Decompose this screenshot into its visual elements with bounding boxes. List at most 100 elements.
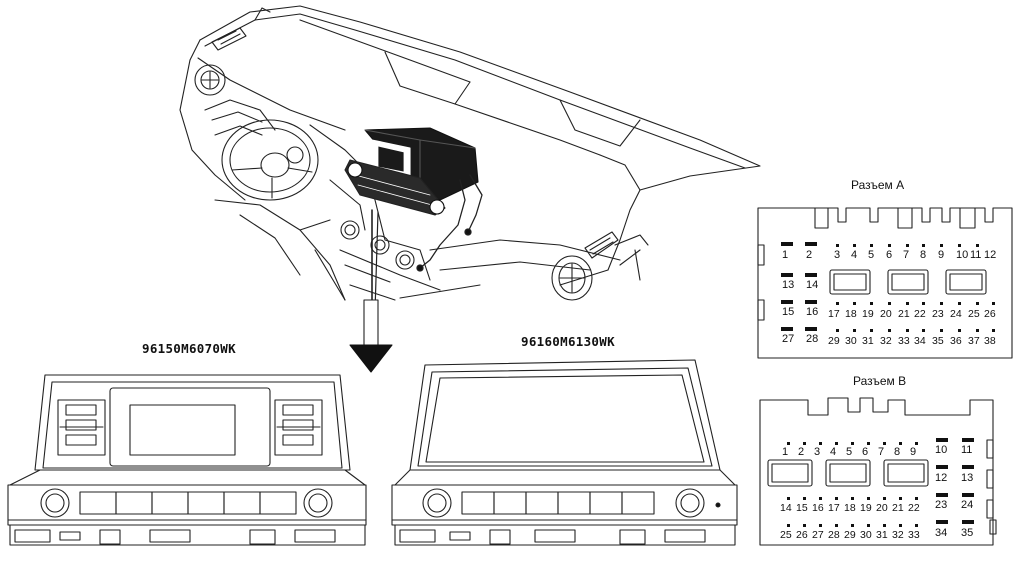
steering-wheel [221, 119, 319, 201]
connector-b [759, 397, 997, 546]
pin-label: 32 [892, 529, 904, 541]
pin-label: 6 [886, 249, 893, 261]
pin-label: 13 [782, 279, 795, 291]
volume-knob [40, 488, 70, 518]
pin-label: 12 [984, 249, 997, 261]
pin-label: 22 [914, 308, 926, 320]
connector-a [757, 207, 1013, 359]
pin-label: 5 [868, 249, 875, 261]
pin-label: 31 [862, 335, 874, 347]
pin-label: 21 [892, 502, 904, 514]
pin-label: 22 [908, 502, 920, 514]
pin-label: 2 [806, 249, 813, 261]
left-button-cluster [57, 399, 106, 456]
pin-label: 30 [860, 529, 872, 541]
tune-knob-2 [675, 488, 705, 518]
pin-label: 35 [932, 335, 944, 347]
pin-label: 14 [806, 279, 819, 291]
pin-label: 25 [780, 529, 792, 541]
right-vent [584, 231, 619, 259]
pin-label: 14 [780, 502, 792, 514]
pin-label: 3 [834, 249, 841, 261]
pin-label: 28 [828, 529, 840, 541]
pin-label: 23 [935, 499, 948, 511]
pin-label: 7 [903, 249, 910, 261]
pin-label: 4 [830, 446, 837, 458]
pin-label: 29 [844, 529, 856, 541]
right-button-cluster [274, 399, 323, 456]
pin-label: 4 [851, 249, 858, 261]
pin-label: 20 [880, 308, 892, 320]
pin-label: 29 [828, 335, 840, 347]
pin-label: 1 [782, 249, 789, 261]
head-unit-box [344, 127, 479, 216]
pin-label: 10 [956, 249, 969, 261]
pin-label: 19 [860, 502, 872, 514]
pin-label: 24 [961, 499, 974, 511]
pin-label: 17 [828, 502, 840, 514]
pin-label: 35 [961, 527, 974, 539]
pin-label: 27 [812, 529, 824, 541]
top-vent [211, 27, 247, 51]
pin-label: 9 [910, 446, 917, 458]
pin-label: 24 [950, 308, 962, 320]
pin-label: 30 [845, 335, 857, 347]
pin-label: 23 [932, 308, 944, 320]
pin-label: 34 [935, 527, 948, 539]
pin-label: 7 [878, 446, 885, 458]
pin-label: 11 [970, 249, 982, 261]
right-round-vent [551, 255, 593, 301]
pin-label: 27 [782, 333, 795, 345]
head-unit-96160 [391, 359, 738, 546]
pin-label: 11 [961, 444, 973, 456]
pin-label: 10 [935, 444, 948, 456]
dashboard-illustration [179, 5, 761, 346]
pin-label: 38 [984, 335, 996, 347]
volume-knob-2 [422, 488, 452, 518]
pin-label: 13 [961, 472, 974, 484]
pin-label: 31 [876, 529, 888, 541]
pin-label: 5 [846, 446, 853, 458]
model-label-96160: 96160M6130WK [521, 334, 615, 349]
pin-label: 3 [814, 446, 821, 458]
pin-label: 8 [920, 249, 927, 261]
pin-label: 26 [984, 308, 996, 320]
pin-label: 16 [806, 306, 819, 318]
pin-label: 34 [914, 335, 926, 347]
pin-label: 20 [876, 502, 888, 514]
pin-label: 16 [812, 502, 824, 514]
down-arrow-icon [349, 299, 393, 373]
pin-label: 36 [950, 335, 962, 347]
pin-label: 25 [968, 308, 980, 320]
connector-a-title: Разъем А [851, 178, 905, 192]
pin-label: 15 [782, 306, 795, 318]
pin-label: 17 [828, 308, 840, 320]
pin-label: 32 [880, 335, 892, 347]
pin-label: 21 [898, 308, 910, 320]
pin-label: 33 [898, 335, 910, 347]
tune-knob [303, 488, 333, 518]
left-round-vent [194, 64, 226, 96]
pin-label: 18 [844, 502, 856, 514]
pin-label: 9 [938, 249, 945, 261]
pin-label: 1 [782, 446, 789, 458]
strip-buttons-2 [461, 491, 655, 515]
pin-label: 18 [845, 308, 857, 320]
pin-label: 33 [908, 529, 920, 541]
pin-label: 28 [806, 333, 819, 345]
pin-label: 37 [968, 335, 980, 347]
head-unit-96150 [7, 374, 367, 546]
wiring-harness [416, 174, 483, 272]
pin-label: 6 [862, 446, 869, 458]
model-label-96150: 96150M6070WK [142, 341, 236, 356]
pin-label: 19 [862, 308, 874, 320]
pin-label: 26 [796, 529, 808, 541]
center-knobs [340, 220, 415, 270]
pin-label: 2 [798, 446, 805, 458]
strip-buttons [79, 491, 297, 515]
pin-label: 15 [796, 502, 808, 514]
pin-label: 12 [935, 472, 948, 484]
pin-label: 8 [894, 446, 901, 458]
connector-b-title: Разъем В [853, 374, 907, 388]
